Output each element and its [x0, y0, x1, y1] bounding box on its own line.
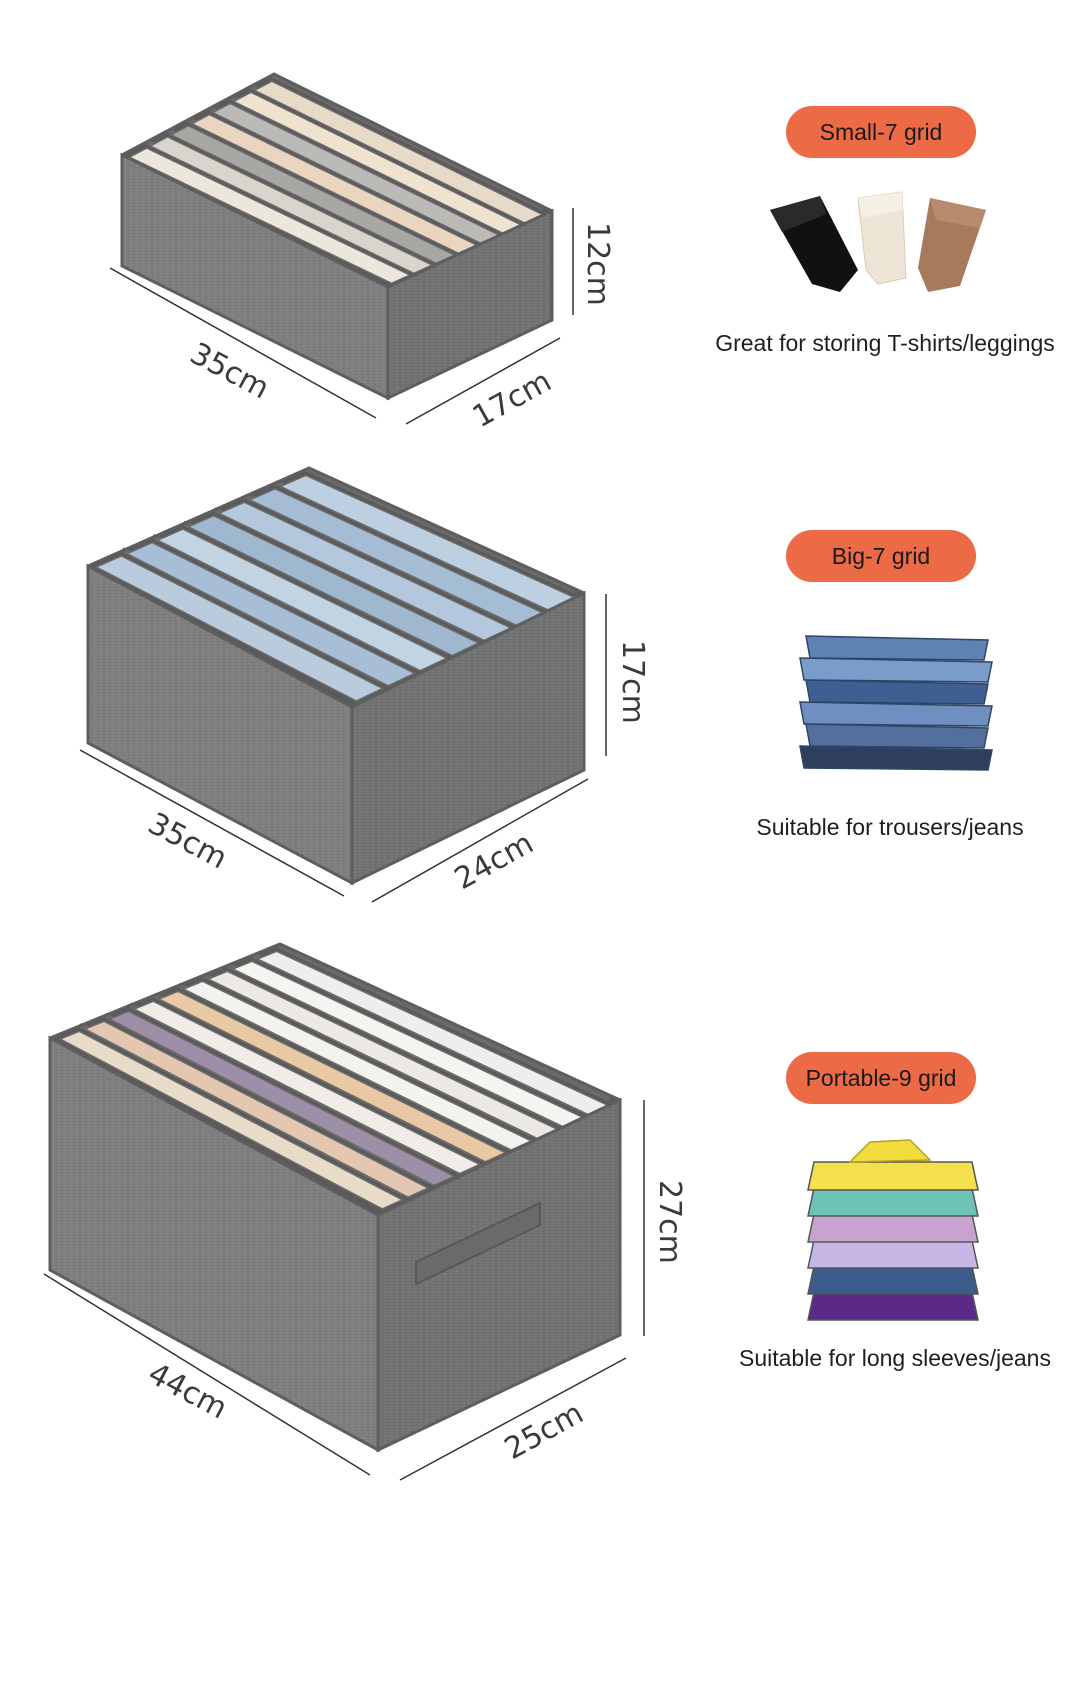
folded-jeans — [799, 701, 993, 727]
folded-garment — [186, 514, 481, 657]
folded-clothes — [127, 72, 546, 285]
product-label-badge: Big-7 grid — [786, 530, 976, 582]
folded-garment — [127, 147, 412, 285]
folded-garment — [58, 1030, 405, 1210]
folded-garment — [83, 1020, 430, 1198]
big-organizer-box — [86, 466, 586, 886]
height-label: 27cm — [652, 1180, 687, 1264]
width-label: 17cm — [467, 364, 557, 435]
folded-garment — [157, 990, 508, 1163]
folded-polo — [807, 1187, 979, 1217]
length-label: 44cm — [142, 1356, 233, 1426]
folded-clothes — [58, 942, 611, 1210]
grid-divider — [276, 942, 611, 1102]
folded-polo — [807, 1213, 979, 1243]
product-description: Great for storing T-shirts/leggings — [715, 330, 1055, 356]
leggings-illustration — [770, 191, 986, 292]
folded-polo — [807, 1265, 979, 1295]
folded-garment — [94, 555, 385, 702]
folded-polo — [807, 1239, 979, 1269]
folded-clothes — [94, 466, 577, 702]
portable-organizer-box — [48, 942, 622, 1453]
length-label: 35cm — [142, 806, 233, 876]
folded-jeans — [805, 679, 989, 705]
jeans-stack-illustration — [799, 635, 993, 771]
product-description: Suitable for trousers/jeans — [756, 814, 1024, 840]
folded-jeans — [805, 723, 989, 749]
box-side-face — [376, 1097, 622, 1453]
polo-collar — [848, 1139, 932, 1163]
width-label: 25cm — [499, 1396, 589, 1467]
width-label: 24cm — [449, 826, 539, 897]
length-label: 35cm — [184, 336, 275, 406]
folded-jeans — [799, 745, 993, 771]
folded-jeans — [799, 657, 993, 683]
product-label-badge: Portable-9 grid — [786, 1052, 976, 1104]
folded-garment — [132, 1000, 482, 1175]
folded-garment — [125, 541, 417, 687]
folded-jeans — [805, 635, 989, 661]
height-label: 17cm — [615, 640, 650, 724]
height-label: 12cm — [580, 222, 615, 306]
dimension-lines — [43, 208, 645, 1481]
folded-polo — [807, 1291, 979, 1321]
small-organizer-box — [120, 72, 554, 401]
folded-garment — [107, 1010, 456, 1187]
folded-garment — [155, 528, 449, 672]
carry-handle — [415, 1201, 541, 1286]
polo-shirt-stack-illustration — [807, 1139, 979, 1321]
box-side-face — [350, 590, 586, 886]
grid-divider — [305, 466, 577, 594]
product-label-badge: Small-7 grid — [786, 106, 976, 158]
grid-divider — [271, 72, 546, 212]
product-description: Suitable for long sleeves/jeans — [739, 1345, 1051, 1371]
box-side-face — [386, 208, 554, 401]
folded-polo — [807, 1161, 979, 1191]
